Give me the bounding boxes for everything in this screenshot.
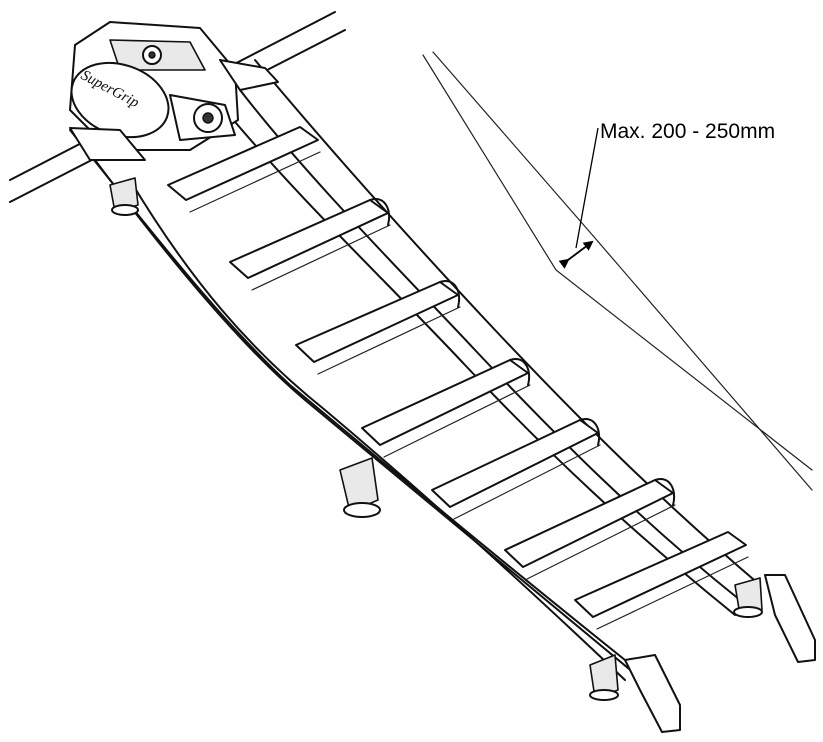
dimension-leader xyxy=(575,127,599,249)
clamp-device: SuperGrip xyxy=(69,21,279,161)
ladder-end-hooks xyxy=(624,574,816,733)
dimension-label: Max. 200 - 250mm xyxy=(600,120,775,143)
wall-surface xyxy=(422,51,813,491)
ladder-right-rail xyxy=(224,59,761,616)
dimension-annotation: Max. 200 - 250mm xyxy=(558,120,775,269)
ladder-feet xyxy=(109,177,763,701)
ladder-left-rail xyxy=(69,129,641,681)
rung-hooks xyxy=(369,198,675,506)
dimension-arrow xyxy=(558,240,594,269)
